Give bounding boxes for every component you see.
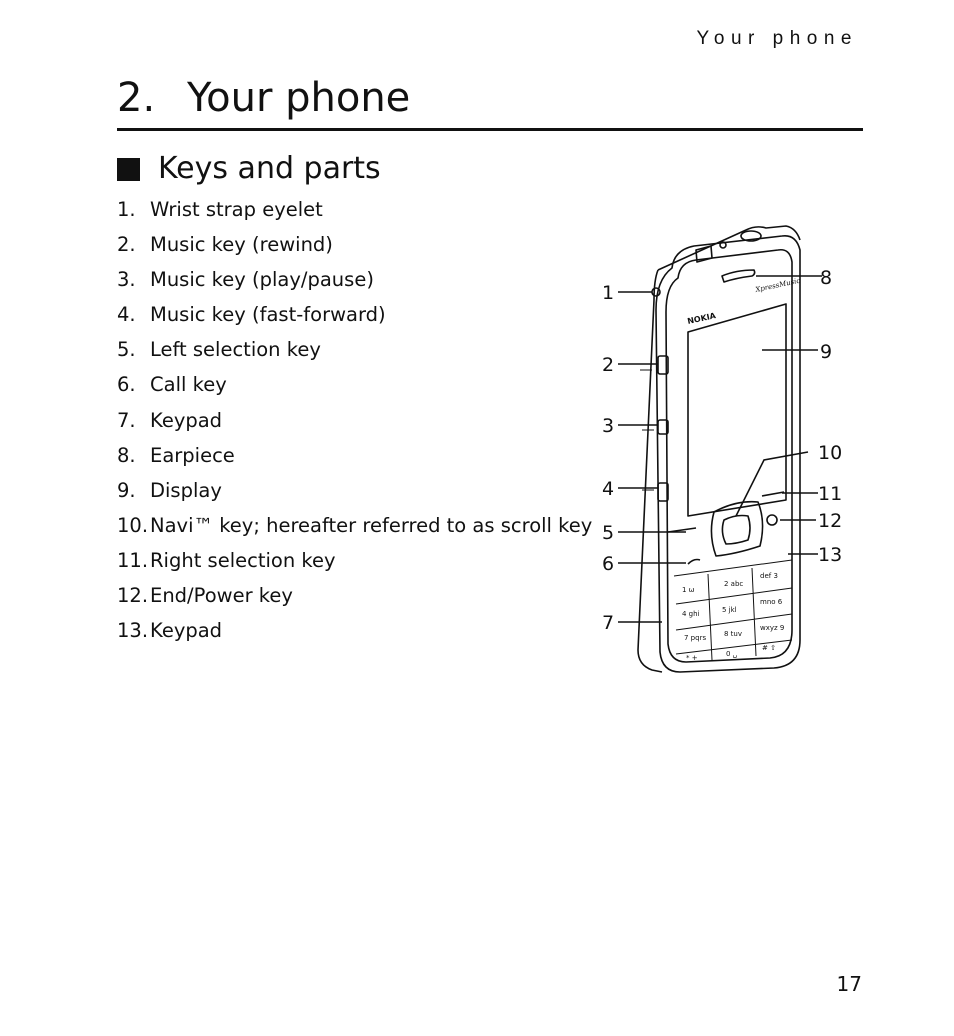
keypad xyxy=(673,559,793,661)
phone-illustration: 1 ω 2 abc def 3 4 ghi 5 jkl mno 6 7 pqrs… xyxy=(602,225,842,673)
key-0-label: 0 ␣ xyxy=(726,650,737,658)
item-label: Left selection key xyxy=(150,338,321,362)
list-item: 13.Keypad xyxy=(117,617,592,652)
chapter-number: 2. xyxy=(117,75,156,121)
key-5-label: 5 jkl xyxy=(722,606,737,614)
phone-front-outline xyxy=(655,234,801,673)
chapter-heading: 2. Your phone xyxy=(117,72,863,131)
scroll-key xyxy=(710,500,764,557)
callout-4: 4 xyxy=(602,478,614,500)
key-4-label: 4 ghi xyxy=(682,610,700,618)
section-title: Keys and parts xyxy=(158,151,381,186)
list-item: 3. Music key (play/pause) xyxy=(117,266,592,301)
item-label: Music key (rewind) xyxy=(150,233,333,257)
right-selection-key xyxy=(761,491,785,497)
item-label: Music key (play/pause) xyxy=(150,268,374,292)
fast-forward-key-icon xyxy=(657,482,669,502)
model-name: XpressMusic xyxy=(754,277,801,295)
item-label: End/Power key xyxy=(150,584,293,608)
callout-6: 6 xyxy=(602,553,614,575)
key-star-label: * + xyxy=(686,654,698,662)
chapter-title: Your phone xyxy=(187,75,411,121)
phone-side-profile xyxy=(637,269,663,673)
key-2-label: 2 abc xyxy=(724,580,743,588)
parts-list: 1. Wrist strap eyelet 2. Music key (rewind… xyxy=(117,196,592,652)
callout-5: 5 xyxy=(602,522,614,544)
rewind-key-icon xyxy=(657,355,669,375)
item-number: 11. xyxy=(117,548,149,572)
callout-3: 3 xyxy=(602,415,614,437)
play-pause-key-icon xyxy=(657,419,669,435)
item-number: 5. xyxy=(117,338,136,362)
item-label: Music key (fast-forward) xyxy=(150,303,386,327)
item-number: 3. xyxy=(117,268,136,292)
list-item: 2. Music key (rewind) xyxy=(117,231,592,266)
callout-11: 11 xyxy=(818,483,842,505)
item-label: Display xyxy=(150,478,222,502)
end-power-key-icon xyxy=(766,514,778,526)
list-item: 8. Earpiece xyxy=(117,442,592,477)
display-screen xyxy=(687,303,787,517)
key-3-label: def 3 xyxy=(760,572,778,580)
item-number: 8. xyxy=(117,443,136,467)
callout-10: 10 xyxy=(818,442,842,464)
item-number: 1. xyxy=(117,198,136,221)
leader-line-10 xyxy=(735,451,809,517)
audio-connector-icon xyxy=(740,230,762,242)
item-label: Call key xyxy=(150,373,227,397)
item-number: 2. xyxy=(117,233,136,257)
page-number: 17 xyxy=(836,972,862,996)
list-item: 6. Call key xyxy=(117,371,592,406)
list-item: 1. Wrist strap eyelet xyxy=(117,196,592,231)
item-label: Keypad xyxy=(150,408,223,432)
callout-8: 8 xyxy=(820,267,832,289)
item-number: 4. xyxy=(117,303,136,327)
key-hash-label: # ⇧ xyxy=(762,644,776,652)
item-number: 9. xyxy=(117,478,136,502)
list-item: 10.Navi™ key; hereafter referred to as s… xyxy=(117,512,592,547)
key-8-label: 8 tuv xyxy=(724,630,742,638)
key-6-label: mno 6 xyxy=(760,598,783,606)
callout-9: 9 xyxy=(820,341,832,363)
list-item: 4. Music key (fast-forward) xyxy=(117,301,592,336)
item-label: Navi™ key; hereafter referred to as scro… xyxy=(150,513,593,537)
callout-2: 2 xyxy=(602,354,614,376)
list-item: 11.Right selection key xyxy=(117,547,592,582)
wrist-strap-eyelet-icon xyxy=(651,287,661,297)
item-number: 12. xyxy=(117,584,149,608)
list-item: 7. Keypad xyxy=(117,407,592,442)
key-1-label: 1 ω xyxy=(682,586,695,594)
item-number: 6. xyxy=(117,373,136,397)
list-item: 5. Left selection key xyxy=(117,336,592,371)
list-item: 9. Display xyxy=(117,477,592,512)
brand-logo: NOKIA xyxy=(687,311,718,326)
item-number: 7. xyxy=(117,408,136,432)
callout-13: 13 xyxy=(818,544,842,566)
earpiece-icon xyxy=(721,269,756,283)
callout-1: 1 xyxy=(602,282,614,304)
key-7-label: 7 pqrs xyxy=(684,634,706,642)
key-9-label: wxyz 9 xyxy=(760,624,784,632)
callout-7: 7 xyxy=(602,612,614,634)
item-label: Right selection key xyxy=(150,548,336,572)
list-item: 12.End/Power key xyxy=(117,582,592,617)
item-label: Wrist strap eyelet xyxy=(150,198,323,221)
item-number: 13. xyxy=(117,619,149,643)
callout-12: 12 xyxy=(818,510,842,532)
call-key-icon xyxy=(687,558,701,565)
square-bullet-icon xyxy=(117,158,140,181)
running-head: Your phone xyxy=(696,28,858,49)
item-number: 10. xyxy=(117,513,149,537)
item-label: Keypad xyxy=(150,619,223,643)
item-label: Earpiece xyxy=(150,443,235,467)
